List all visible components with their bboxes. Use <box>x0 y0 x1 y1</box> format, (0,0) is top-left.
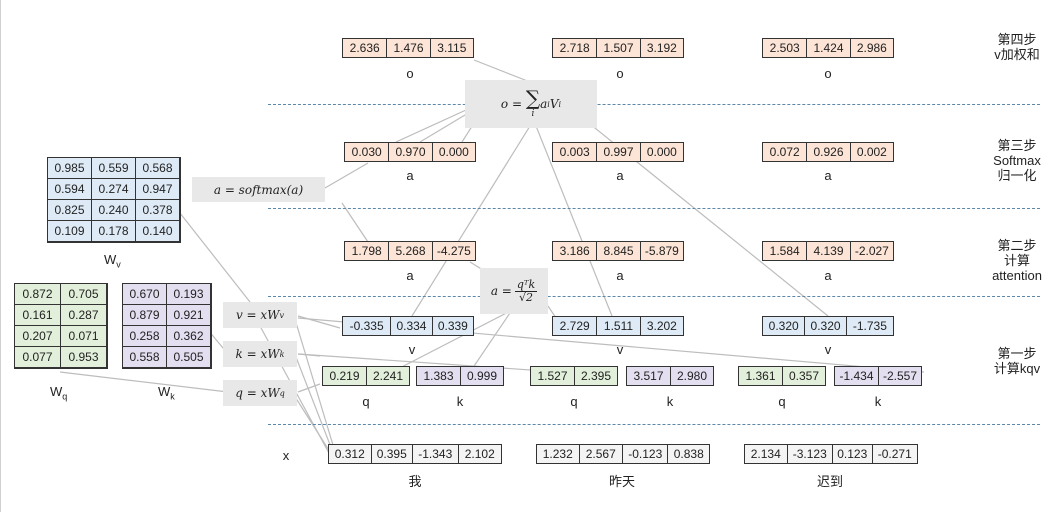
word-label-3: 迟到 <box>816 474 843 489</box>
attention-formula: a = qᵀk√2 <box>480 268 548 314</box>
softmax-label-3: a <box>824 168 832 183</box>
left-border <box>0 0 1 512</box>
word-label-2: 昨天 <box>608 474 635 489</box>
attention-label-3: a <box>824 268 832 283</box>
attention-label-1: a <box>406 268 414 283</box>
word-label-1: 我 <box>408 474 422 489</box>
separator-step2 <box>268 296 1040 297</box>
value-label-1: v <box>408 342 416 357</box>
output-label-2: o <box>616 66 624 81</box>
weight-matrix-q-label: Wq <box>50 384 68 402</box>
weight-matrix-k-label: Wk <box>158 384 175 402</box>
separator-step1 <box>268 424 1040 425</box>
query-label-3: q <box>778 394 786 409</box>
separator-step3 <box>268 208 1040 209</box>
output-label-1: o <box>406 66 414 81</box>
key-label-2: k <box>666 394 674 409</box>
query-label-2: q <box>570 394 578 409</box>
weight-matrix-v-label: Wv <box>104 252 121 270</box>
input-x-label: x <box>282 448 290 463</box>
softmax-formula: a = softmax(a) <box>192 177 325 202</box>
key-label-3: k <box>874 394 882 409</box>
query-label-1: q <box>362 394 370 409</box>
attention-label-2: a <box>616 268 624 283</box>
softmax-label-1: a <box>406 168 414 183</box>
step-1-label: 第一步计算kqv <box>993 346 1041 376</box>
separator-step4 <box>268 104 1040 105</box>
output-label-3: o <box>824 66 832 81</box>
value-label-2: v <box>616 342 624 357</box>
softmax-label-2: a <box>616 168 624 183</box>
value-label-3: v <box>824 342 832 357</box>
key-label-1: k <box>456 394 464 409</box>
key-vector-3: -1.434-2.557 <box>834 366 922 386</box>
